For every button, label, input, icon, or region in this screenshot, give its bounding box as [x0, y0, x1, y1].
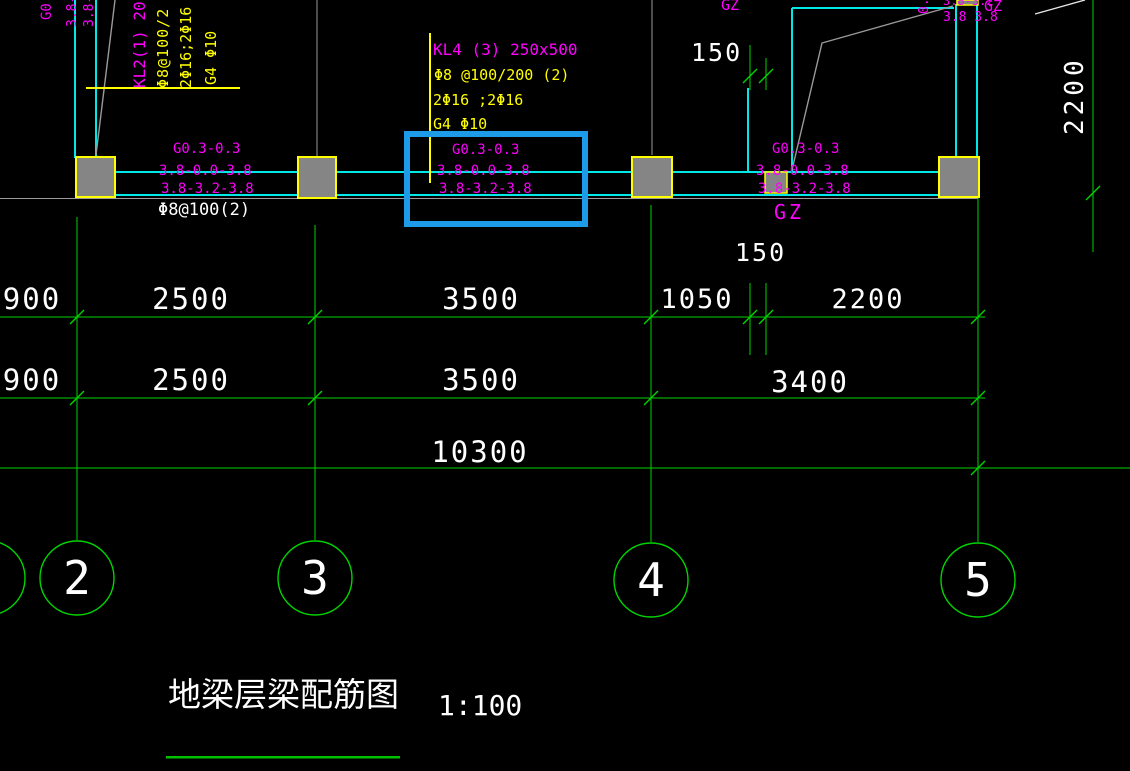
kl4-beam-label: KL4 (3) 250x500	[433, 40, 578, 59]
column-gz	[764, 171, 788, 194]
fragment-top-right-v1: 3.8-3.2	[943, 0, 994, 8]
kl2-stirrup-label: Φ8@100/2	[154, 7, 172, 88]
column-top-right	[956, 0, 979, 6]
tick-r1-axis2	[69, 309, 85, 325]
axis-number-2: 2	[63, 551, 91, 605]
drawing-scale: 1:100	[438, 689, 523, 722]
column-axis2	[75, 156, 116, 198]
calc-center-bottom: 3.8-3.2-3.8	[439, 181, 532, 197]
tick-r2-axis4	[643, 390, 659, 406]
tick-r1-150a	[742, 309, 758, 325]
calc-left-g: G0.3-0.3	[173, 141, 241, 157]
tick-r2-axis3	[307, 390, 323, 406]
gz-label-mid: GZ	[774, 200, 805, 224]
dim-r1-2200: 2200	[831, 284, 905, 315]
kl4-bars-label: 2Φ16 ;2Φ16	[433, 91, 524, 109]
dim-150-top: 150	[691, 38, 743, 67]
dim-r1-2500: 2500	[152, 282, 230, 316]
tick-r1-150b	[758, 309, 774, 325]
dim-r1-900: 900	[2, 282, 62, 316]
kl2-sidebars-label: G4 Φ10	[202, 30, 220, 85]
leader-line-right	[791, 5, 954, 171]
dim-150-row1: 150	[735, 238, 787, 267]
tick-r1-axis4	[643, 309, 659, 325]
calc-center-top: 3.8-0.0-3.8	[437, 163, 530, 179]
tick-vertical-right	[1085, 185, 1101, 201]
fragment-top-left-g: G0.	[39, 0, 55, 20]
axis5-bubble	[940, 542, 1016, 618]
fragment-top-left-v1: 3.8-	[65, 0, 80, 27]
fragment-top-right-v2: 3.8 3.8	[943, 10, 998, 25]
column-axis5	[938, 156, 980, 198]
gz-label-top-mid: GZ	[721, 0, 740, 14]
calc-right-bottom: 3.8-3.2-3.8	[758, 181, 851, 197]
dim-r1-1050: 1050	[660, 284, 734, 315]
tick-150-top-b	[758, 68, 774, 84]
tick-r2-axis5	[970, 390, 986, 406]
kl4-stirrup-label: Φ8 @100/200 (2)	[434, 66, 570, 84]
calc-right-top: 3.8-0.0-3.8	[756, 163, 849, 179]
dim-r2-900: 900	[2, 363, 62, 397]
tick-150-top-a	[742, 68, 758, 84]
gz-label-top-right: GZ	[984, 0, 1003, 15]
drawing-title: 地梁层梁配筋图	[168, 675, 399, 714]
calc-center-g: G0.3-0.3	[452, 142, 520, 158]
calc-right-g: G0.3-0.3	[772, 141, 840, 157]
axis2-bubble	[39, 540, 115, 616]
axis1-bubble-partial	[0, 542, 26, 614]
selection-box[interactable]	[404, 131, 588, 227]
bottom-stirrup-label: Φ8@100(2)	[158, 200, 251, 220]
leader-line-corner	[1034, 0, 1086, 15]
calc-left-top: 3.8-0.0-3.8	[159, 163, 252, 179]
dim-r2-2500: 2500	[152, 363, 230, 397]
axis-number-5: 5	[964, 553, 992, 607]
dim-r1-3500: 3500	[442, 282, 520, 316]
fragment-top-right-rot: 0.8	[917, 0, 932, 14]
axis3-bubble	[277, 540, 353, 616]
column-axis4	[631, 156, 673, 198]
dim-vertical-2200: 2200	[1060, 56, 1090, 135]
leader-line-left	[95, 0, 116, 156]
dim-r2-3500: 3500	[442, 363, 520, 397]
kl4-sidebars-label: G4 Φ10	[433, 115, 488, 133]
tick-r1-axis5	[970, 309, 986, 325]
kl2-beam-label: KL2(1) 20	[130, 1, 149, 88]
axis4-bubble	[613, 542, 689, 618]
tick-r2-axis2	[69, 390, 85, 406]
calc-left-bottom: 3.8-3.2-3.8	[161, 181, 254, 197]
axis-number-3: 3	[301, 551, 329, 605]
dim-r2-3400: 3400	[771, 365, 849, 399]
column-axis3	[297, 156, 337, 199]
dim-total-10300: 10300	[431, 435, 529, 469]
axis-number-4: 4	[637, 553, 665, 607]
kl2-bars-label: 2Φ16;2Φ16	[177, 6, 195, 88]
tick-r1-axis3	[307, 309, 323, 325]
fragment-top-left-v2: 3.8-	[82, 0, 97, 27]
tick-r3-axis5	[970, 460, 986, 476]
